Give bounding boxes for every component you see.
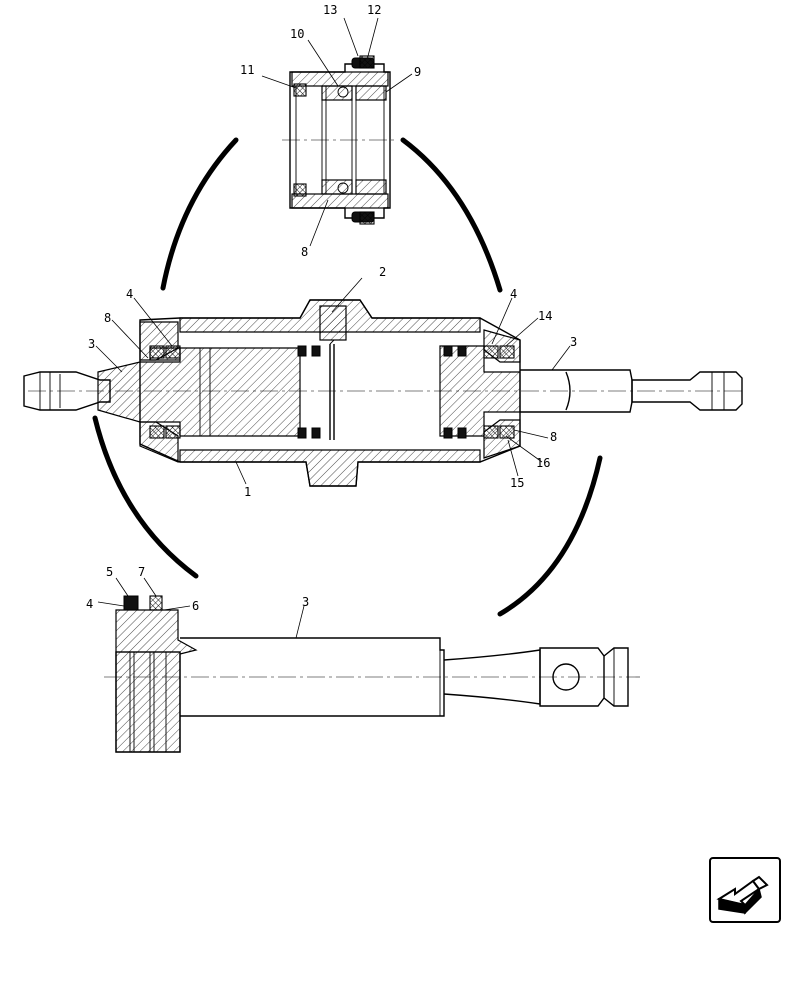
callout-8-left: 8 xyxy=(104,311,111,325)
piston-detail-view: 13 12 10 11 9 8 xyxy=(240,3,421,259)
back-navigation-button[interactable] xyxy=(709,857,781,923)
callout-9: 9 xyxy=(414,65,421,79)
callout-11: 11 xyxy=(240,63,254,77)
callout-4-right: 4 xyxy=(510,287,517,301)
callout-2: 2 xyxy=(379,265,386,279)
callout-4-bottom: 4 xyxy=(86,597,93,611)
callout-8-right: 8 xyxy=(550,430,557,444)
callout-3-right: 3 xyxy=(570,335,577,349)
piston-rod-detail-view: 5 7 4 6 3 xyxy=(86,565,640,753)
callout-14: 14 xyxy=(538,309,552,323)
callout-3-left: 3 xyxy=(88,337,95,351)
arc-bottom-right xyxy=(497,455,603,617)
callout-5: 5 xyxy=(106,565,113,579)
cylinder-main-view: 2 4 8 3 4 14 3 8 16 15 1 xyxy=(23,265,744,499)
arc-top-left xyxy=(160,137,239,291)
callout-10: 10 xyxy=(290,27,304,41)
arrow-back-left-icon xyxy=(716,875,769,915)
callout-8: 8 xyxy=(301,245,308,259)
callout-16: 16 xyxy=(536,456,550,470)
callout-7: 7 xyxy=(138,565,145,579)
callout-6: 6 xyxy=(192,599,199,613)
callout-15: 15 xyxy=(510,476,524,490)
callout-4-left: 4 xyxy=(126,287,133,301)
callout-13: 13 xyxy=(323,3,337,17)
callout-12: 12 xyxy=(367,3,381,17)
arc-top-right xyxy=(400,137,503,293)
callout-3-bottom: 3 xyxy=(302,595,309,609)
callout-1: 1 xyxy=(244,485,251,499)
connector-arcs xyxy=(92,137,603,617)
arc-bottom-left xyxy=(92,415,199,579)
